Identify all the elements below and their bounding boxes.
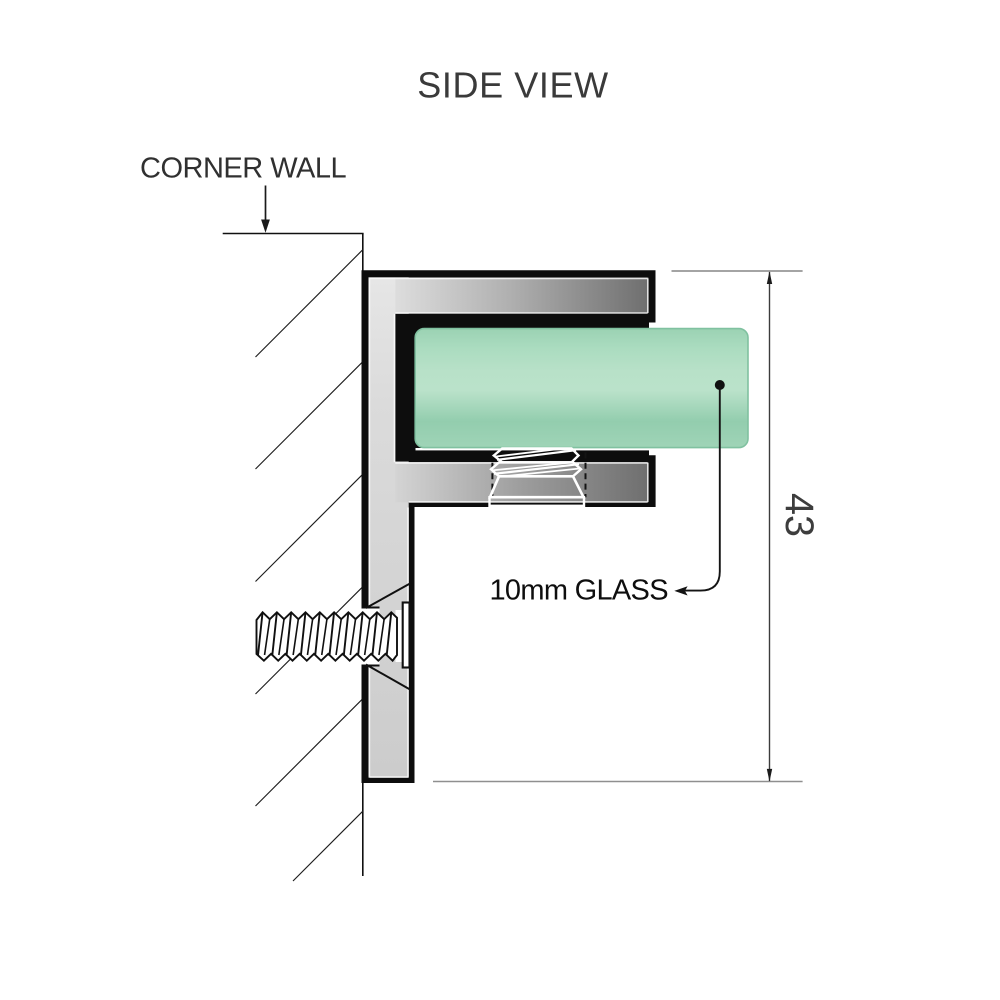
svg-text:CORNER WALL: CORNER WALL xyxy=(140,153,346,185)
svg-text:43: 43 xyxy=(777,493,821,537)
svg-text:SIDE VIEW: SIDE VIEW xyxy=(417,65,608,106)
svg-text:10mm GLASS: 10mm GLASS xyxy=(490,575,669,607)
